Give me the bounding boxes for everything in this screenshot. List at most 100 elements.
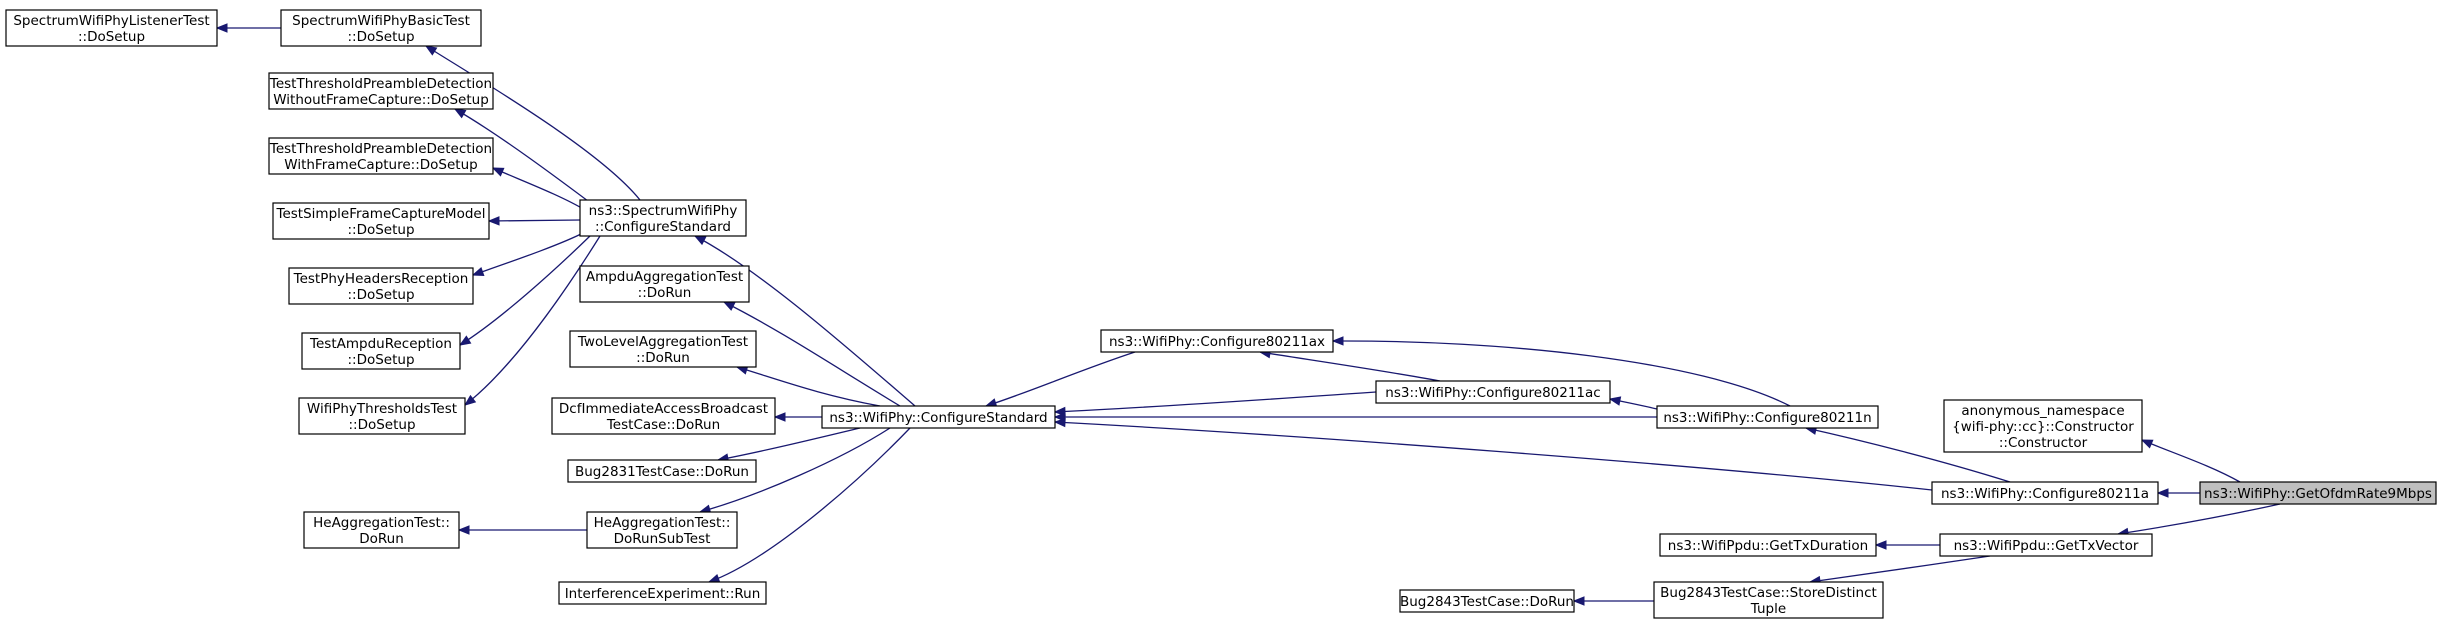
node-n13[interactable]: Bug2831TestCase::DoRun [567,459,757,483]
node-label: Bug2831TestCase::DoRun [575,464,749,480]
node-label: HeAggregationTest:: [594,515,731,531]
e-n9-n6 [471,231,586,276]
edge-arrowhead [773,412,786,422]
e-n9-n7 [458,235,591,346]
node-n18[interactable]: ns3::WifiPhy::Configure80211ax [1100,329,1334,353]
node-n2[interactable]: SpectrumWifiPhyBasicTest::DoSetup [280,9,482,47]
node-label: TestThresholdPreambleDetection [269,141,492,157]
node-box [567,459,757,483]
node-label: SpectrumWifiPhyBasicTest [292,13,470,29]
node-box [272,202,490,240]
node-label: ::DoSetup [348,417,415,433]
nodes: SpectrumWifiPhyListenerTest::DoSetupSpec… [5,9,2437,619]
e-n9-n3 [453,108,601,211]
node-n12[interactable]: DcfImmediateAccessBroadcastTestCase::DoR… [551,397,776,435]
e-n17-n12 [773,412,822,422]
edge-arrowhead [1331,336,1344,346]
e-n17-n9 [693,235,916,407]
edge-arrowhead [215,23,228,33]
node-label: AmpduAggregationTest [586,269,743,285]
node-label: WithFrameCapture::DoSetup [284,157,477,173]
node-box [280,9,482,47]
node-n19[interactable]: ns3::WifiPhy::Configure80211ac [1375,380,1611,404]
node-box [1375,380,1611,404]
node-n1[interactable]: SpectrumWifiPhyListenerTest::DoSetup [5,9,218,47]
node-n22[interactable]: ns3::WifiPhy::Configure80211a [1931,481,2159,505]
node-n6[interactable]: TestPhyHeadersReception::DoSetup [288,267,474,305]
node-box [1931,481,2159,505]
e-n9-n5 [487,216,581,226]
edge-arrowhead [458,335,472,346]
node-label: WifiPhyThresholdsTest [307,401,457,417]
node-label: ::Constructor [1999,435,2088,451]
node-box [268,72,494,110]
edge-line [708,427,911,583]
edge-arrowhead [707,573,721,583]
node-n23[interactable]: ns3::WifiPhy::GetOfdmRate9Mbps [2199,481,2437,505]
node-label: ::DoRun [636,350,690,366]
node-n26[interactable]: Bug2843TestCase::DoRun [1399,589,1575,613]
node-label: ::DoSetup [347,352,414,368]
node-box [301,332,461,370]
e-n9-n2 [424,45,641,201]
e-n17-n16 [707,427,911,583]
e-n25-n27 [1808,555,1991,586]
node-box [586,511,738,549]
edge-line [1809,555,1991,583]
node-label: ::DoSetup [78,29,145,45]
node-n10[interactable]: AmpduAggregationTest::DoRun [579,265,750,303]
node-label: ::DoSetup [347,29,414,45]
node-n5[interactable]: TestSimpleFrameCaptureModel::DoSetup [272,202,490,240]
edge-arrowhead [1053,417,1066,428]
e-n18-n17 [984,351,1136,408]
node-n16[interactable]: InterferenceExperiment::Run [558,581,767,605]
node-label: ns3::SpectrumWifiPhy [589,203,738,219]
node-box [303,511,460,549]
edge-line [736,366,881,407]
edge-line [464,235,601,406]
node-n14[interactable]: HeAggregationTest::DoRun [303,511,460,549]
node-n11[interactable]: TwoLevelAggregationTest::DoRun [569,330,757,368]
edge-line [454,108,601,211]
node-n15[interactable]: HeAggregationTest::DoRunSubTest [586,511,738,549]
node-label: ns3::WifiPhy::Configure80211n [1663,410,1871,426]
node-n3[interactable]: TestThresholdPreambleDetectionWithoutFra… [268,72,494,110]
node-n7[interactable]: TestAmpduReception::DoSetup [301,332,461,370]
edge-arrowhead [453,108,467,119]
edge-arrowhead [2156,488,2169,498]
node-label: TestSimpleFrameCaptureModel [276,206,486,222]
e-n27-n26 [1572,596,1654,606]
node-box [579,199,747,237]
node-box [268,137,494,175]
node-label: anonymous_namespace [1961,403,2124,419]
edge-line [1805,427,2011,483]
edge-line [425,45,641,201]
edge-line [985,351,1136,407]
node-box [1659,533,1877,557]
node-box [2199,481,2437,505]
edge-arrowhead [1572,596,1585,606]
node-box [579,265,750,303]
e-n19-n17 [1053,391,1377,417]
node-n9[interactable]: ns3::SpectrumWifiPhy::ConfigureStandard [579,199,747,237]
node-n17[interactable]: ns3::WifiPhy::ConfigureStandard [821,405,1056,429]
node-box [1100,329,1334,353]
node-label: ns3::WifiPpdu::GetTxDuration [1668,538,1868,554]
node-label: ::DoSetup [347,222,414,238]
node-n24[interactable]: ns3::WifiPpdu::GetTxDuration [1659,533,1877,557]
edge-arrowhead [1608,396,1622,406]
node-n20[interactable]: ns3::WifiPhy::Configure80211n [1656,405,1879,429]
node-label: SpectrumWifiPhyListenerTest [13,13,209,29]
e-n15-n14 [457,525,587,535]
node-label: TestThresholdPreambleDetection [269,76,492,92]
node-box [821,405,1056,429]
node-n4[interactable]: TestThresholdPreambleDetectionWithFrameC… [268,137,494,175]
node-label: TestCase::DoRun [606,417,720,433]
node-n8[interactable]: WifiPhyThresholdsTest::DoSetup [298,397,466,435]
node-label: DcfImmediateAccessBroadcast [559,401,768,417]
node-n25[interactable]: ns3::WifiPpdu::GetTxVector [1939,533,2153,557]
node-n21[interactable]: anonymous_namespace{wifi-phy::cc}::Const… [1943,399,2143,453]
edge-line [1332,340,1791,407]
node-box [569,330,757,368]
